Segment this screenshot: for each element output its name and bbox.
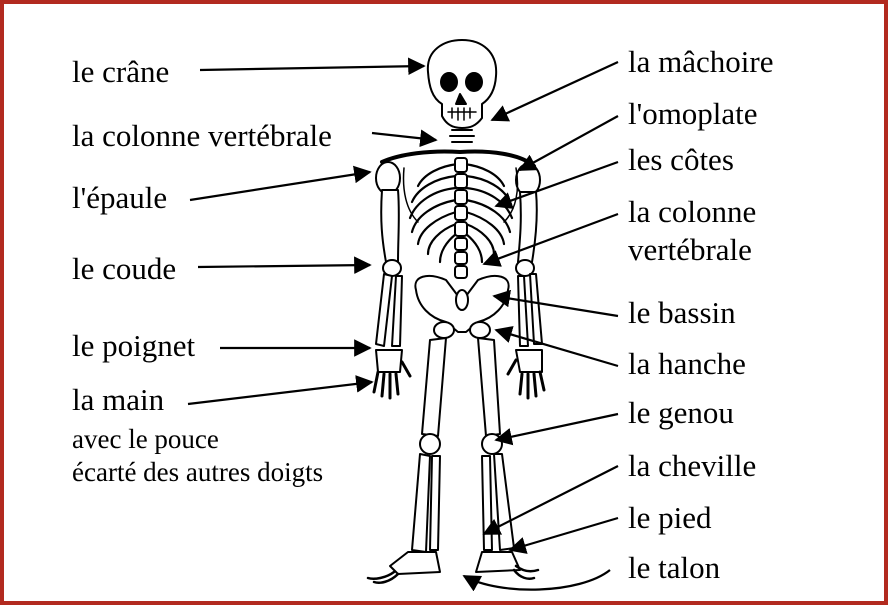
hand-right <box>508 350 544 398</box>
pelvis <box>415 276 508 338</box>
pointer-arrows <box>188 62 618 590</box>
skull <box>428 40 496 128</box>
skeleton <box>368 40 544 583</box>
spine <box>455 158 467 278</box>
foot-left <box>368 552 440 583</box>
hand-left <box>374 350 410 398</box>
foot-right <box>476 552 538 579</box>
